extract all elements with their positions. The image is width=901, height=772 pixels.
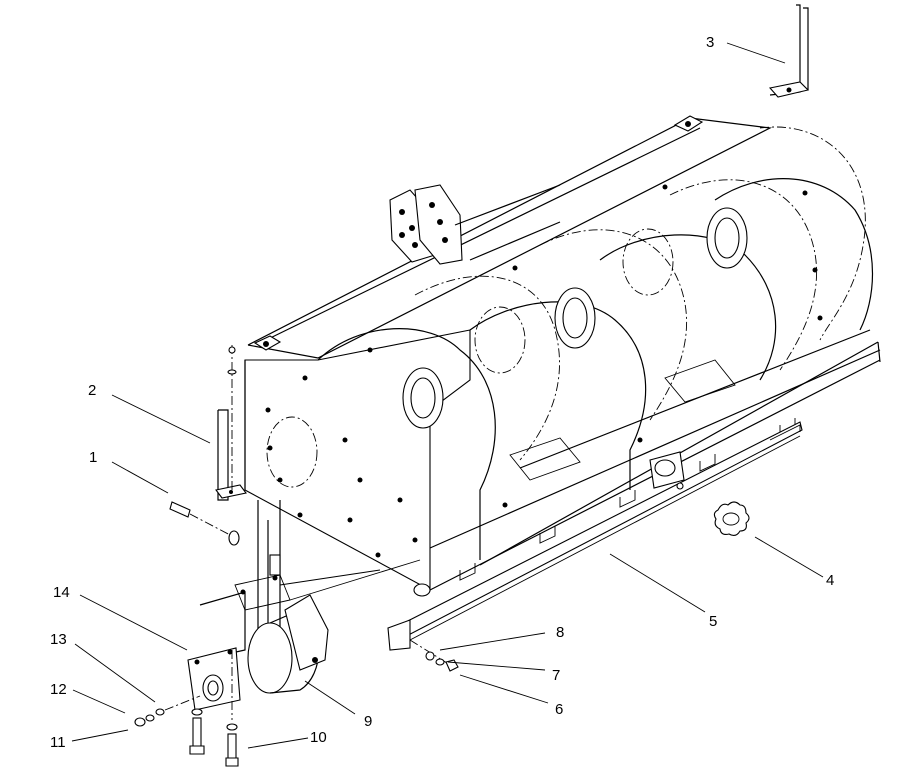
part-4-knob: [713, 501, 750, 537]
callout-4: 4: [826, 572, 834, 589]
callout-8: 8: [556, 624, 564, 641]
main-frame: [244, 115, 881, 591]
part-3-bracket: [768, 4, 810, 98]
callout-3: 3: [706, 34, 714, 51]
part-2-strap: [215, 345, 247, 501]
callout-7: 7: [552, 667, 560, 684]
part-9-roller-assembly: [199, 500, 431, 694]
callout-2: 2: [88, 382, 96, 399]
callout-12: 12: [50, 681, 67, 698]
hardware-8-7-6: [409, 639, 459, 672]
part-5-bar: [387, 421, 803, 651]
callout-14: 14: [53, 584, 70, 601]
callout-5: 5: [709, 613, 717, 630]
callout-labels: 1 2 3 4 5 6 7 8 9 10 11 12 13 14: [50, 34, 834, 751]
lift-bracket: [389, 184, 463, 265]
callout-6: 6: [555, 701, 563, 718]
hardware-lower-left: [134, 647, 241, 767]
callout-13: 13: [50, 631, 67, 648]
callout-1: 1: [89, 449, 97, 466]
leader-lines: [71, 42, 824, 749]
part-1-bolt: [169, 501, 240, 546]
callout-10: 10: [310, 729, 327, 746]
pillow-block: [649, 451, 685, 490]
callout-9: 9: [364, 713, 372, 730]
callout-11: 11: [50, 734, 66, 751]
